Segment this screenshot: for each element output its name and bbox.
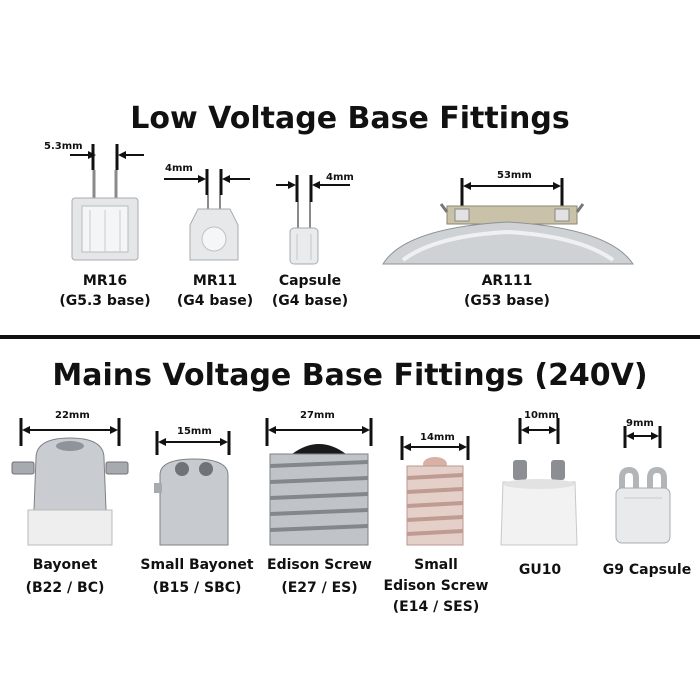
mr16-bulb-image bbox=[70, 144, 144, 261]
mr11-base-label: (G4 base) bbox=[176, 293, 254, 309]
mr11-label: MR11 bbox=[192, 273, 238, 289]
small-edison-screw-label-line2: Edison Screw bbox=[383, 578, 489, 594]
capsule-base-label: (G4 base) bbox=[271, 293, 349, 309]
small-bayonet-dimension: 15mm bbox=[177, 426, 212, 437]
gu10-bulb-image bbox=[500, 418, 578, 546]
gu10-label: GU10 bbox=[518, 562, 562, 578]
capsule-bulb-image bbox=[276, 175, 350, 265]
edison-screw-bulb-image bbox=[265, 418, 373, 546]
edison-screw-dimension: 27mm bbox=[300, 410, 335, 421]
small-bayonet-label: Small Bayonet bbox=[140, 557, 254, 573]
bayonet-dimension: 22mm bbox=[55, 410, 90, 421]
bayonet-label: Bayonet bbox=[32, 557, 98, 573]
section-divider bbox=[0, 335, 700, 339]
g9-capsule-label: G9 Capsule bbox=[602, 562, 692, 578]
ar111-base-label: (G53 base) bbox=[464, 293, 550, 309]
edison-screw-label: Edison Screw bbox=[267, 557, 372, 573]
mr16-base-label: (G5.3 base) bbox=[59, 293, 151, 309]
mr16-dimension: 5.3mm bbox=[44, 141, 83, 152]
capsule-label: Capsule bbox=[278, 273, 342, 289]
bayonet-bulb-image bbox=[11, 418, 129, 546]
capsule-dimension: 4mm bbox=[326, 172, 354, 183]
mr16-label: MR16 bbox=[82, 273, 128, 289]
mr11-dimension: 4mm bbox=[165, 163, 193, 174]
small-bayonet-bulb-image bbox=[154, 431, 231, 546]
low-voltage-title: Low Voltage Base Fittings bbox=[130, 101, 570, 136]
mains-voltage-title: Mains Voltage Base Fittings (240V) bbox=[52, 358, 648, 393]
ar111-dimension: 53mm bbox=[497, 170, 532, 181]
ar111-bulb-image bbox=[382, 178, 634, 265]
small-edison-screw-base-label: (E14 / SES) bbox=[392, 599, 480, 615]
g9-capsule-dimension: 9mm bbox=[626, 418, 654, 429]
g9-capsule-bulb-image bbox=[615, 426, 671, 544]
small-edison-screw-bulb-image bbox=[400, 436, 470, 546]
mr11-bulb-image bbox=[164, 169, 250, 261]
small-edison-screw-label: Small bbox=[414, 557, 458, 573]
edison-screw-base-label: (E27 / ES) bbox=[281, 580, 358, 596]
ar111-label: AR111 bbox=[481, 273, 533, 289]
small-bayonet-base-label: (B15 / SBC) bbox=[152, 580, 242, 596]
bayonet-base-label: (B22 / BC) bbox=[25, 580, 105, 596]
small-edison-screw-dimension: 14mm bbox=[420, 432, 455, 443]
gu10-dimension: 10mm bbox=[524, 410, 559, 421]
